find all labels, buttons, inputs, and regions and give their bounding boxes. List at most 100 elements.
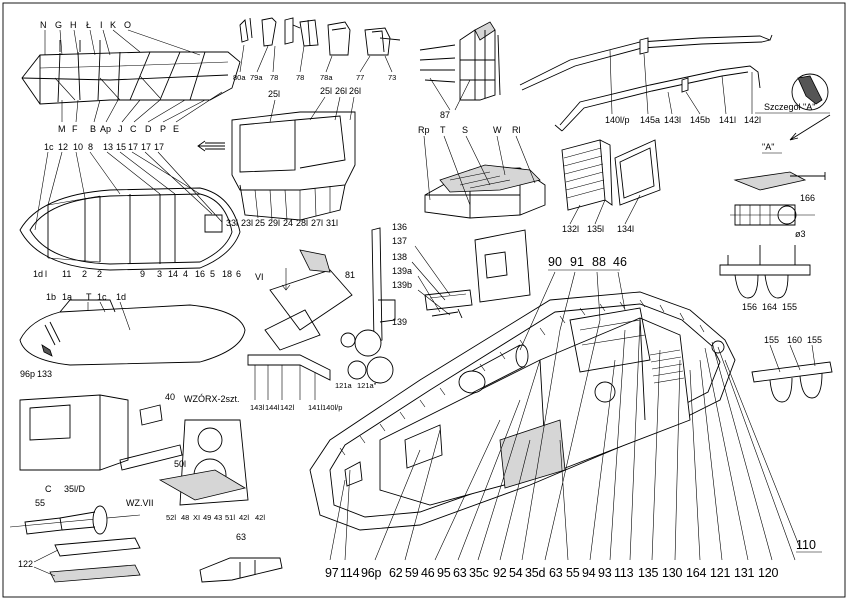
label-141l-s: 141l: [308, 403, 323, 412]
label-14: 14: [168, 269, 178, 279]
label-164-b: 164: [686, 566, 707, 580]
label-18: 18: [222, 269, 232, 279]
label-vi: VI: [255, 272, 264, 282]
label-27l: 27l: [311, 218, 323, 228]
label-f: F: [72, 124, 78, 134]
label-121: 121: [710, 566, 731, 580]
label-78-b: 78: [296, 73, 304, 82]
label-90: 90: [548, 255, 562, 269]
label-114: 114: [340, 566, 360, 580]
label-144l-s: 144l: [265, 403, 280, 412]
platform-drawing: [424, 164, 546, 219]
arrow-icon: [789, 114, 831, 141]
clips-right-drawing: [751, 344, 833, 403]
label-13: 13: [103, 142, 113, 152]
label-140lp-s: 140l/p: [322, 403, 342, 412]
label-155: 155: [782, 302, 797, 312]
body-box-drawing: [231, 111, 356, 221]
machine-gun-labels: 40 WZÓRX-2szt. 50l 52l 48 XI 49 43 51l 4…: [165, 392, 265, 522]
label-121a-quote: 121a": [357, 381, 377, 390]
hull-outline-labels: 1c 12 10 8 13 15 17 17 17 1d l 11 2 2 9 …: [33, 142, 241, 279]
label-w: W: [493, 125, 502, 135]
label-55-b: 55: [566, 566, 580, 580]
label-164: 164: [762, 302, 777, 312]
label-wzvii: WZ.VII: [126, 498, 154, 508]
label-25: 25: [255, 218, 265, 228]
label-137: 137: [392, 236, 407, 246]
label-28l: 28l: [296, 218, 308, 228]
label-121a: 121a: [335, 381, 353, 390]
label-122: 122: [18, 559, 33, 569]
label-133: 133: [37, 369, 52, 379]
rail-small-labels: 143l 144l 142l 141l 140l/p: [250, 403, 342, 412]
detail-a-label: Szczegół "A": [764, 102, 815, 112]
part-63-drawing: [199, 557, 283, 583]
leader-110: [724, 359, 822, 553]
label-42l-a: 42l: [239, 513, 249, 522]
part-122-drawing: [49, 537, 141, 583]
label-42l-b: 42l: [255, 513, 265, 522]
label-xi: XI: [193, 513, 200, 522]
label-26l-a: 26l: [335, 86, 347, 96]
label-31l: 31l: [326, 218, 338, 228]
label-26l-b: 26l: [349, 86, 361, 96]
label-c: C: [45, 484, 52, 494]
label-40: 40: [165, 392, 175, 402]
label-136: 136: [392, 222, 407, 232]
arrow-left-icon: [197, 140, 225, 152]
label-33l: 33l: [226, 218, 238, 228]
label-16: 16: [195, 269, 205, 279]
label-15: 15: [116, 142, 126, 152]
label-166: 166: [800, 193, 815, 203]
label-96p-b: 96p: [361, 566, 382, 580]
hinge-drawing: [730, 171, 826, 226]
label-24: 24: [283, 218, 293, 228]
rail-small-drawing: [247, 354, 331, 400]
label-1c: 1c: [44, 142, 54, 152]
label-120: 120: [758, 566, 779, 580]
label-10: 10: [73, 142, 83, 152]
label-17-c: 17: [154, 142, 164, 152]
label-1d-roof: 1d: [116, 292, 126, 302]
label-138: 138: [392, 252, 407, 262]
grille-drawing: [561, 139, 661, 211]
label-43: 43: [214, 513, 222, 522]
label-s: S: [462, 125, 468, 135]
label-1d: 1d: [33, 269, 43, 279]
cab-drawing: [19, 394, 129, 471]
label-143l-s: 143l: [250, 403, 265, 412]
hull-top-wireframe: [21, 40, 241, 105]
label-d: D: [145, 124, 152, 134]
machine-gun-drawing: [119, 404, 249, 506]
label-110: 110: [796, 538, 816, 552]
label-12: 12: [58, 142, 68, 152]
label-139b: 139b: [392, 280, 412, 290]
label-5: 5: [210, 269, 215, 279]
pins-labels: 136 137 138 139a 139b 139: [392, 222, 451, 327]
label-155-r1: 155: [764, 335, 779, 345]
hull-outline-drawing: [19, 187, 241, 271]
label-142l-s: 142l: [280, 403, 295, 412]
detail-a: Szczegół "A" "A": [755, 73, 831, 154]
label-87: 87: [440, 110, 450, 120]
label-145b: 145b: [690, 115, 710, 125]
label-63-part: 63: [236, 532, 246, 542]
label-63-b: 63: [453, 566, 467, 580]
label-6: 6: [236, 269, 241, 279]
label-81: 81: [345, 270, 355, 280]
label-wzorx: WZÓRX-2szt.: [184, 394, 240, 404]
detail-a-arrow-label: "A": [762, 142, 774, 152]
label-139a: 139a: [392, 266, 412, 276]
label-e: E: [173, 124, 179, 134]
label-25l-b: 25l: [320, 86, 332, 96]
label-b: B: [90, 124, 96, 134]
label-93: 93: [598, 566, 612, 580]
label-j: J: [118, 124, 123, 134]
hull-top-labels: N G H Ł I K O M F B Ap J C D P E: [40, 20, 223, 134]
label-142l: 142l: [744, 115, 761, 125]
label-94: 94: [582, 566, 596, 580]
label-46-b: 46: [421, 566, 435, 580]
label-55: 55: [35, 498, 45, 508]
